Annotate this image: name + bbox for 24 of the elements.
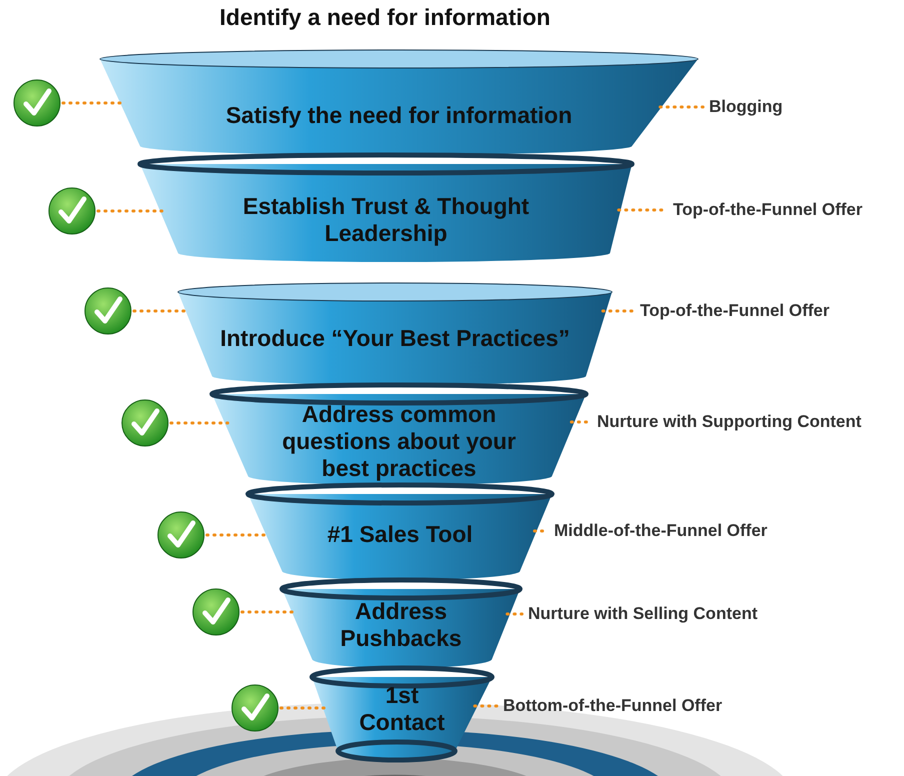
offer-label: Blogging — [709, 97, 783, 117]
band-label: Introduce “Your Best Practices” — [219, 325, 571, 352]
offer-label: Top-of-the-Funnel Offer — [673, 200, 862, 220]
leader-line — [62, 102, 124, 104]
offer-label: Nurture with Selling Content — [528, 604, 758, 624]
band-label: Address Pushbacks — [339, 598, 463, 652]
leader-line — [658, 106, 704, 108]
offer-label: Top-of-the-Funnel Offer — [640, 301, 830, 321]
leader-line — [96, 210, 164, 212]
title: Identify a need for information — [218, 4, 552, 31]
leader-line — [280, 706, 327, 710]
leader-line — [601, 310, 636, 312]
band-label: Satisfy the need for information — [224, 102, 574, 129]
leader-line — [170, 422, 230, 424]
leader-line — [240, 610, 296, 614]
offer-label: Middle-of-the-Funnel Offer — [554, 521, 768, 541]
offer-label: Nurture with Supporting Content — [597, 412, 862, 432]
band-label: Address common questions about your best practices — [281, 401, 517, 482]
band-label: Establish Trust & Thought Leadership — [242, 193, 530, 247]
offer-label: Bottom-of-the-Funnel Offer — [503, 696, 722, 716]
band-label: 1st Contact — [358, 682, 446, 736]
band-label: #1 Sales Tool — [326, 521, 474, 548]
leader-line — [473, 704, 498, 708]
leader-line — [506, 612, 524, 616]
